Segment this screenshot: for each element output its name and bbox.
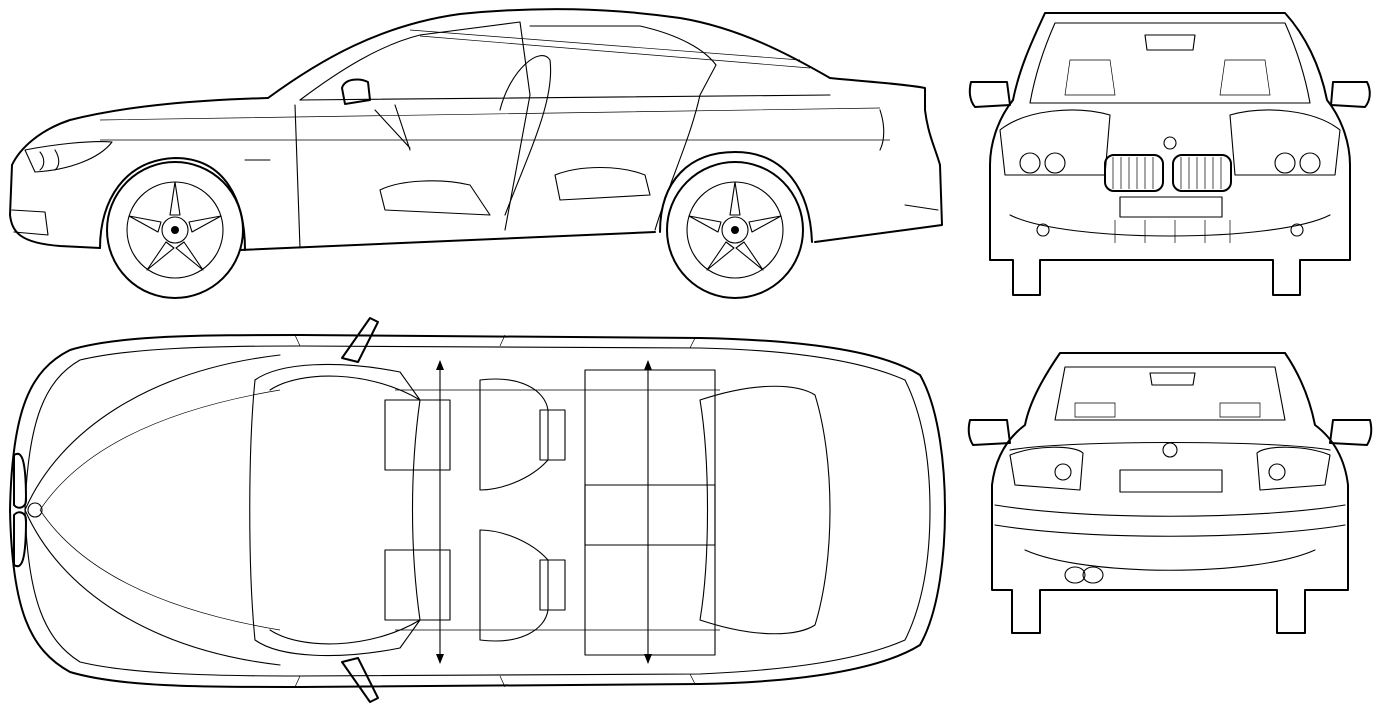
kidney-grille	[1104, 154, 1232, 192]
front-wheel	[106, 161, 244, 299]
license-plate	[1119, 469, 1223, 493]
top-view	[0, 310, 960, 714]
logo-emblem	[27, 502, 43, 518]
rear-view	[965, 345, 1375, 640]
logo-emblem	[1163, 136, 1177, 150]
front-seats	[384, 378, 566, 642]
logo-emblem	[1162, 442, 1178, 458]
side-view	[0, 0, 960, 305]
front-view	[965, 5, 1375, 300]
exhaust-pipes	[1064, 566, 1104, 584]
rear-seats	[584, 369, 716, 656]
interior-width-arrows	[436, 360, 652, 664]
license-plate	[1119, 196, 1223, 218]
rear-wheel	[666, 161, 804, 299]
